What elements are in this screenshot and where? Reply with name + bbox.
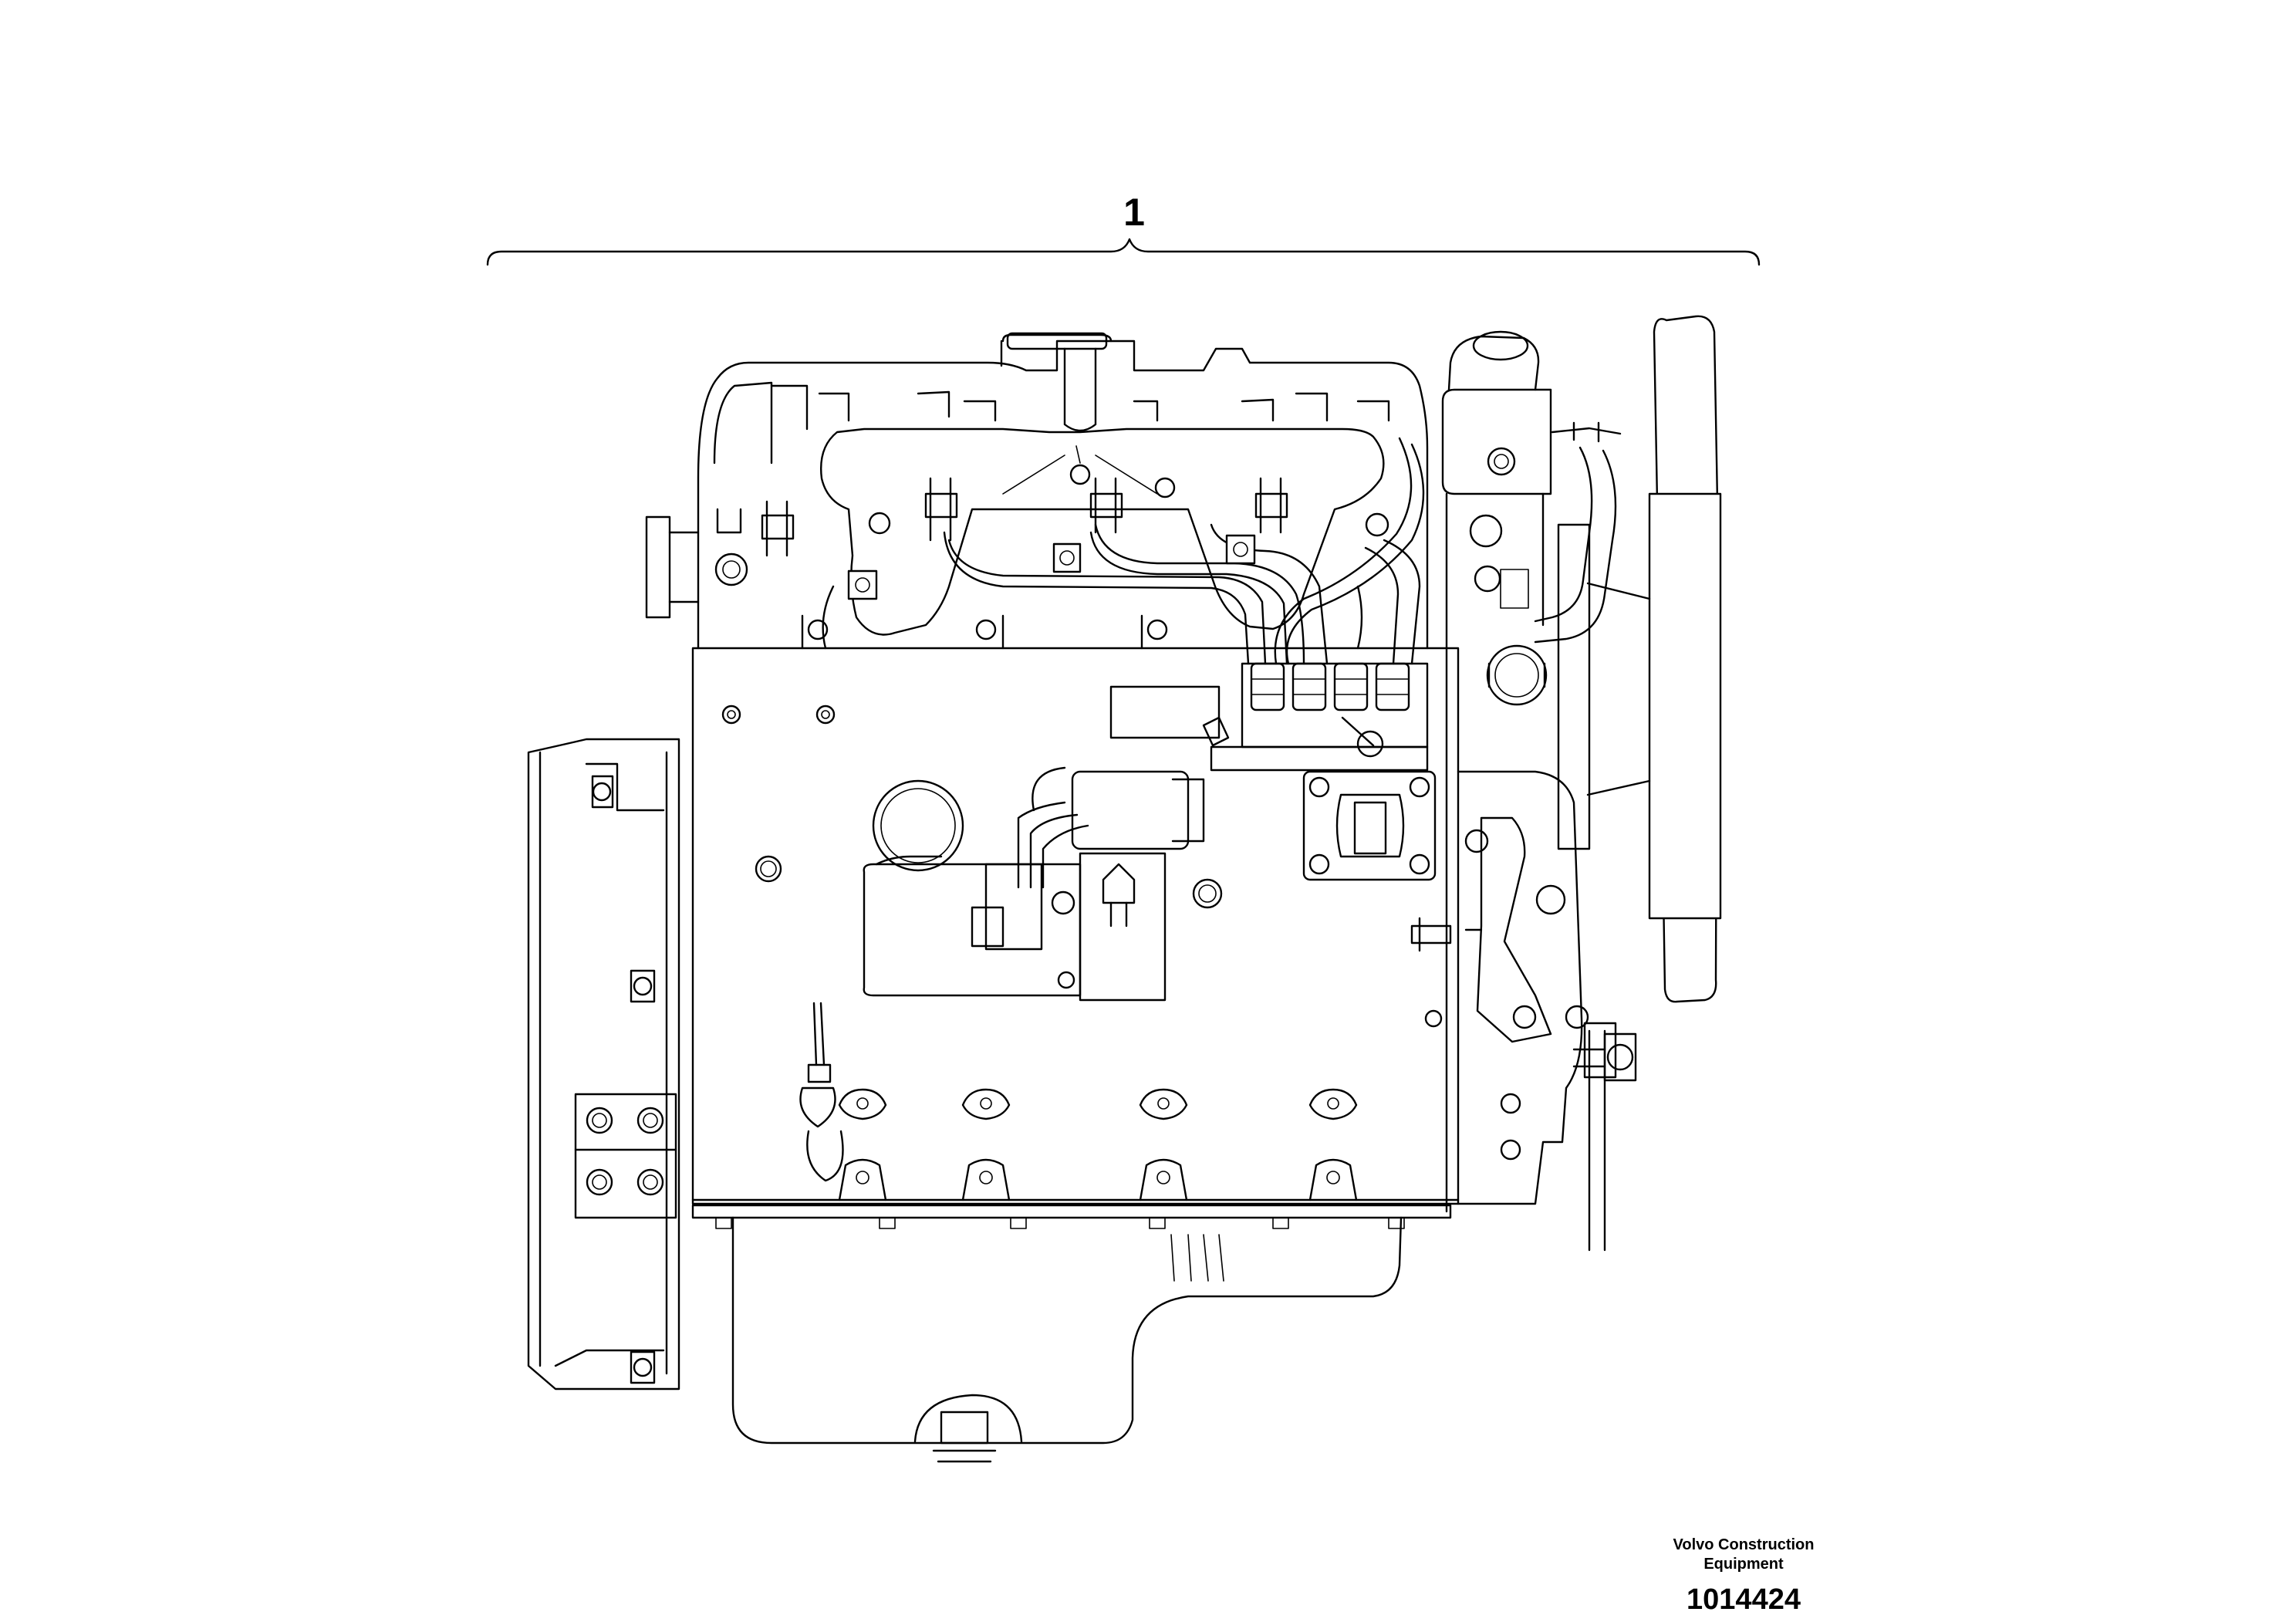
injection-pump bbox=[1202, 662, 1429, 772]
dipstick bbox=[799, 1002, 844, 1182]
drawing-number: 1014424 bbox=[1687, 1583, 1801, 1616]
rocker-cover bbox=[697, 332, 1429, 650]
thermostat-housing bbox=[1441, 330, 1622, 1213]
crankshaft-pulley-bolt bbox=[1572, 1032, 1637, 1082]
oil-filter-port bbox=[1302, 770, 1437, 881]
callout-brace bbox=[486, 238, 1761, 266]
inlet-flange bbox=[645, 508, 748, 619]
oil-pan bbox=[691, 1204, 1452, 1463]
company-line-1: Volvo Construction bbox=[1673, 1536, 1815, 1553]
engine-block bbox=[691, 647, 1460, 1205]
fan bbox=[1557, 315, 1722, 1003]
company-name: Volvo Construction Equipment bbox=[1605, 1536, 1882, 1574]
block-ribs bbox=[838, 1088, 1358, 1201]
injectors bbox=[761, 477, 1288, 557]
fuel-injection-lines bbox=[847, 437, 1425, 665]
callout-label: 1 bbox=[1123, 191, 1145, 234]
starter-motor bbox=[863, 766, 1205, 1002]
flywheel-housing bbox=[527, 738, 680, 1391]
front-cover bbox=[1410, 770, 1617, 1252]
company-line-2: Equipment bbox=[1703, 1556, 1784, 1573]
